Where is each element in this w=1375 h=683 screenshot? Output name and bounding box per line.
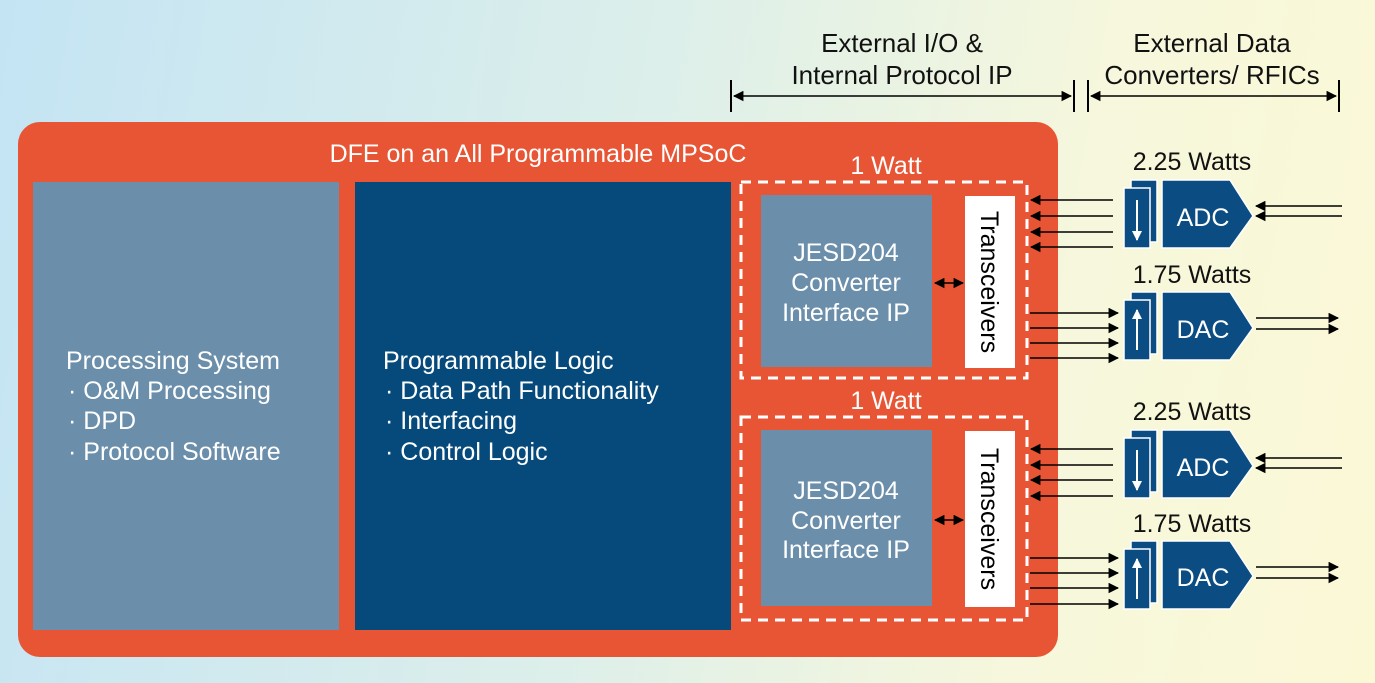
transceivers-block — [965, 431, 1015, 607]
adc-converter: 2.25 Watts ADC — [1123, 398, 1254, 499]
header-io-line1: External I/O & — [821, 28, 983, 58]
io-block-boundary — [739, 180, 1029, 380]
header-converters: External Data Converters/ RFICs — [1087, 28, 1340, 112]
io-block-power: 1 Watt — [850, 152, 921, 180]
dac-data-lines — [1030, 552, 1340, 610]
programmable-logic-item: · Data Path Functionality — [385, 377, 659, 405]
io-block: 1 Watt JESD204 Converter Interface IP Tr… — [739, 152, 1029, 380]
adc-block — [1161, 179, 1254, 249]
header-io-line2: Internal Protocol IP — [791, 60, 1012, 90]
io-block-boundary — [739, 415, 1029, 622]
transceivers-label: Transceivers — [975, 211, 1003, 353]
header-io: External I/O & Internal Protocol IP — [730, 28, 1075, 112]
adc-data-lines — [1029, 194, 1342, 253]
transceivers-label: Transceivers — [975, 448, 1003, 590]
converter-power: 1.75 Watts — [1133, 261, 1252, 289]
programmable-logic-block — [355, 182, 731, 630]
dac-converter: 1.75 Watts DAC — [1123, 510, 1254, 610]
processing-system-title: Processing System — [66, 347, 280, 375]
programmable-logic-item: · Control Logic — [385, 438, 548, 466]
converter-label: ADC — [1177, 454, 1230, 482]
converter-power: 2.25 Watts — [1133, 398, 1252, 426]
converter-label: ADC — [1177, 204, 1230, 232]
jesd204-ip-block — [761, 430, 932, 606]
processing-system-item: · Protocol Software — [68, 438, 281, 466]
dac-block — [1161, 540, 1254, 610]
adc-data-lines — [1029, 443, 1342, 502]
adc-block — [1161, 429, 1254, 499]
programmable-logic-item: · Interfacing — [385, 407, 517, 435]
converter-power: 2.25 Watts — [1133, 148, 1252, 176]
dac-data-lines — [1030, 307, 1340, 364]
transceivers-block — [965, 196, 1015, 368]
dac-converter: 1.75 Watts DAC — [1123, 261, 1254, 361]
adc-converter: 2.25 Watts ADC — [1123, 148, 1254, 249]
processing-system-item: · O&M Processing — [68, 377, 271, 405]
io-block-power: 1 Watt — [850, 387, 921, 415]
jesd204-ip-line: Converter — [791, 507, 901, 535]
jesd204-ip-line: JESD204 — [793, 477, 899, 505]
dac-block — [1161, 291, 1254, 361]
programmable-logic-title: Programmable Logic — [383, 347, 614, 375]
jesd204-ip-line: Converter — [791, 269, 901, 297]
header-converters-line1: External Data — [1133, 28, 1291, 58]
mpsoc-title: DFE on an All Programmable MPSoC — [330, 140, 747, 168]
io-block: 1 Watt JESD204 Converter Interface IP Tr… — [739, 387, 1029, 622]
jesd204-ip-block — [761, 195, 932, 367]
jesd204-ip-line: JESD204 — [793, 239, 899, 267]
converter-label: DAC — [1177, 316, 1230, 344]
header-converters-line2: Converters/ RFICs — [1104, 60, 1319, 90]
processing-system-item: · DPD — [68, 407, 136, 435]
processing-system-block — [33, 182, 339, 630]
converter-power: 1.75 Watts — [1133, 510, 1252, 538]
jesd204-ip-line: Interface IP — [782, 536, 910, 564]
converter-label: DAC — [1177, 564, 1230, 592]
jesd204-ip-line: Interface IP — [782, 299, 910, 327]
